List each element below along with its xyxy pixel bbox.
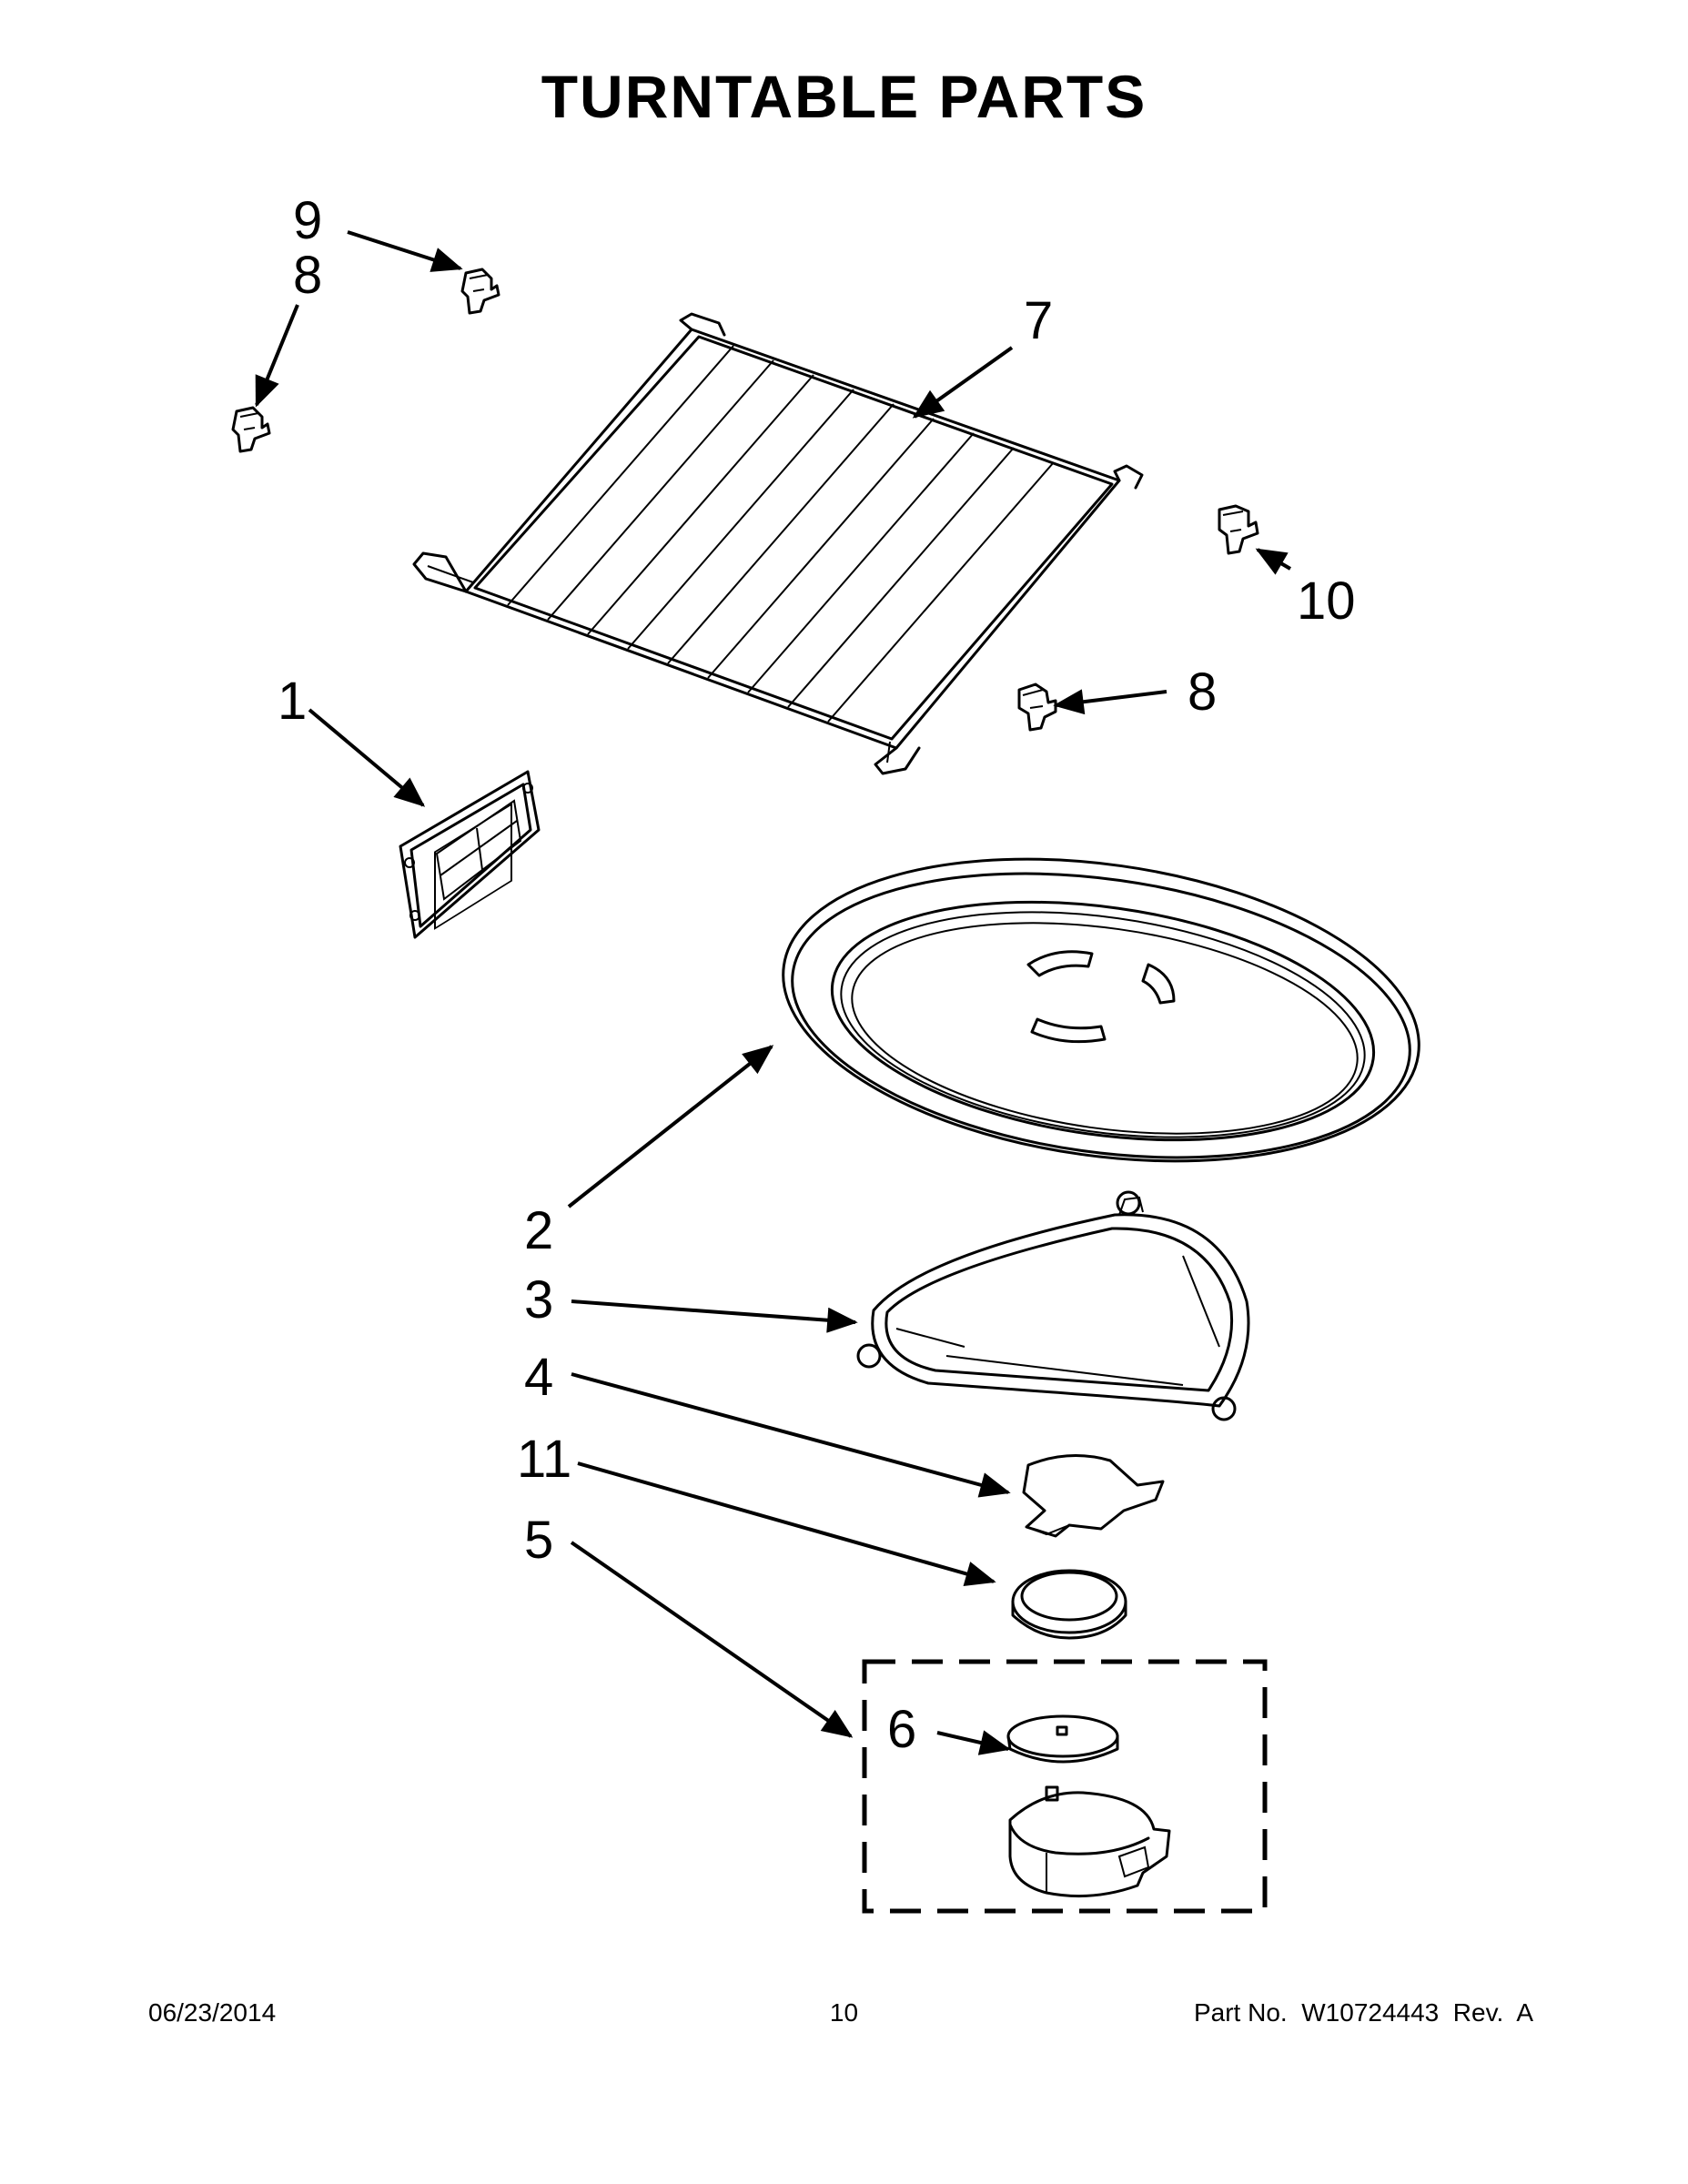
footer-page-number: 10 xyxy=(829,1998,859,2027)
part-7-wire-rack xyxy=(412,312,1144,775)
part-6-cover xyxy=(1006,1714,1119,1764)
rack-bars xyxy=(507,345,1055,723)
leader-7 xyxy=(912,346,1014,419)
callout-10: 10 xyxy=(1297,571,1356,631)
callout-1: 1 xyxy=(278,672,307,731)
part-4-coupler xyxy=(1022,1454,1165,1538)
part-11-ring xyxy=(1011,1569,1127,1640)
part-9-clip xyxy=(460,268,500,315)
leader-8-right xyxy=(1053,689,1167,715)
leader-2 xyxy=(567,1045,774,1208)
callout-7: 7 xyxy=(1024,291,1053,350)
callout-3: 3 xyxy=(524,1270,553,1330)
leader-11 xyxy=(577,1461,996,1587)
leader-lines xyxy=(255,230,1292,1755)
footer-date: 06/23/2014 xyxy=(148,1998,277,2027)
callout-4: 4 xyxy=(524,1348,553,1407)
part-8-clip-right xyxy=(1017,682,1057,732)
callout-6: 6 xyxy=(887,1700,916,1759)
callout-9: 9 xyxy=(293,191,322,250)
callout-5: 5 xyxy=(524,1511,553,1570)
page-title: TURNTABLE PARTS xyxy=(541,63,1147,130)
part-10-clip xyxy=(1218,504,1259,555)
part-8-clip-left xyxy=(231,406,271,453)
motor-assembly-box xyxy=(862,1659,1268,1914)
leader-4 xyxy=(571,1372,1011,1498)
callout-11: 11 xyxy=(517,1430,571,1489)
part-1-filter xyxy=(399,770,541,939)
leader-9 xyxy=(347,230,463,272)
callout-8-right: 8 xyxy=(1188,662,1217,722)
leader-3 xyxy=(571,1299,858,1333)
footer-part-number: Part No. W10724443 Rev. A xyxy=(1193,1998,1533,2027)
part-3-roller-ring xyxy=(856,1190,1250,1421)
leader-1 xyxy=(308,708,426,807)
callout-2: 2 xyxy=(524,1201,553,1260)
turntable-motor xyxy=(1008,1785,1171,1898)
leader-8-top-left xyxy=(255,304,299,408)
leader-5 xyxy=(570,1541,854,1738)
callout-8-top-left: 8 xyxy=(293,246,322,305)
leader-6 xyxy=(936,1730,1011,1755)
part-2-glass-tray xyxy=(782,857,1420,1163)
leader-10 xyxy=(1255,548,1292,575)
